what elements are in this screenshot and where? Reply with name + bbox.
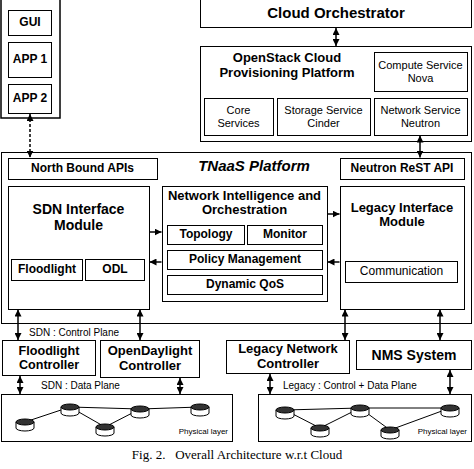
router-symbol	[311, 425, 329, 437]
app-group-box	[1, 0, 60, 118]
router-symbol	[351, 405, 369, 417]
box-label: Storage Service Cinder	[281, 104, 367, 129]
router-symbol	[96, 424, 114, 436]
network-box: Physical layer	[258, 394, 472, 442]
connector	[344, 310, 346, 341]
box-label: APP 1	[13, 53, 47, 67]
router-symbol	[381, 427, 399, 439]
box-label: Legacy Network Controller	[230, 342, 346, 372]
network-box: Physical layer	[1, 394, 233, 442]
plane-label: Legacy : Control + Data Plane	[282, 380, 418, 392]
connector	[29, 114, 31, 158]
plane-label: SDN : Data Plane	[40, 380, 121, 392]
function-box: Policy Management	[167, 250, 323, 270]
service-box: Network Service Neutron	[374, 98, 468, 136]
module-box: Legacy Interface ModuleCommunication	[340, 186, 465, 310]
connector	[150, 261, 162, 263]
service-box: Core Services	[204, 98, 274, 136]
connector	[439, 310, 441, 341]
box-label: Neutron ReST API	[351, 162, 454, 176]
controller-box: OpenDaylight Controller	[100, 340, 200, 378]
plugin-box: Floodlight	[11, 259, 83, 281]
connector	[150, 231, 162, 233]
connector	[328, 261, 340, 263]
function-box: Monitor	[247, 225, 323, 245]
plane-label: SDN : Control Plane	[28, 327, 120, 339]
box-title: OpenStack Cloud Provisioning Platform	[207, 51, 367, 81]
box-label: Network Service Neutron	[378, 104, 464, 129]
box-label: Communication	[360, 265, 443, 279]
box-title: Physical layer	[403, 427, 467, 436]
orchestrator-box: Cloud Orchestrator	[200, 0, 472, 28]
app-box: GUI	[8, 10, 52, 36]
connector	[335, 28, 337, 46]
box-label: Core Services	[208, 104, 270, 129]
controller-box: Floodlight Controller	[2, 340, 96, 376]
app-box: APP 1	[8, 42, 52, 78]
box-label: NMS System	[372, 347, 457, 363]
plugin-box: ODL	[85, 259, 145, 281]
connector	[179, 378, 181, 394]
platform-box: TNaaS Platform North Bound APIs Neutron Re…	[1, 152, 472, 324]
function-box: Dynamic QoS	[167, 275, 323, 295]
connector	[19, 376, 21, 394]
box-label: GUI	[19, 16, 40, 30]
box-title: SDN Interface Module	[12, 201, 146, 233]
box-label: Topology	[179, 228, 232, 242]
box-label: APP 2	[13, 92, 47, 106]
api-box: North Bound APIs	[8, 158, 158, 180]
router-symbol	[16, 419, 34, 431]
function-box: Topology	[167, 225, 245, 245]
router-symbol	[191, 404, 209, 416]
figure-caption: Fig. 2. Overall Architecture w.r.t Cloud	[0, 447, 474, 463]
service-box: Storage Service Cinder	[277, 98, 371, 136]
controller-box: Legacy Network Controller	[226, 340, 350, 374]
api-box: Neutron ReST API	[340, 158, 465, 180]
box-label: Floodlight	[18, 263, 76, 277]
connector	[449, 370, 451, 394]
platform-box: OpenStack Cloud Provisioning Platform Com…	[200, 46, 472, 142]
box-title: Legacy Interface Module	[344, 201, 461, 231]
box-title: TNaaS Platform	[170, 157, 338, 174]
box-label: Monitor	[263, 228, 307, 242]
service-box: Compute Service Nova	[374, 52, 468, 92]
connector	[328, 213, 340, 215]
module-box: SDN Interface ModuleFloodlight ODL	[8, 186, 150, 310]
box-label: OpenDaylight Controller	[104, 344, 196, 374]
connector	[17, 310, 19, 341]
box-title: Network Intelligence and Orchestration	[166, 189, 324, 219]
controller-box: NMS System	[356, 340, 472, 370]
box-label: Policy Management	[189, 253, 301, 267]
router-symbol	[276, 407, 294, 419]
box-title: Physical layer	[164, 427, 228, 436]
router-symbol	[131, 406, 149, 418]
box-label: North Bound APIs	[31, 162, 134, 176]
app-box: APP 2	[8, 84, 52, 114]
connector	[139, 310, 141, 341]
router-symbol	[441, 405, 459, 417]
box-label: Floodlight Controller	[6, 344, 92, 373]
router-symbol	[61, 404, 79, 416]
box-label: ODL	[102, 263, 127, 277]
box-label: Cloud Orchestrator	[267, 4, 405, 21]
box-label: Compute Service Nova	[378, 59, 464, 84]
box-label: Dynamic QoS	[206, 278, 284, 292]
connector	[419, 136, 421, 158]
function-box: Communication	[345, 261, 458, 283]
network-links	[25, 407, 450, 430]
connector	[269, 374, 271, 394]
module-box: Network Intelligence and OrchestrationTo…	[162, 186, 328, 302]
